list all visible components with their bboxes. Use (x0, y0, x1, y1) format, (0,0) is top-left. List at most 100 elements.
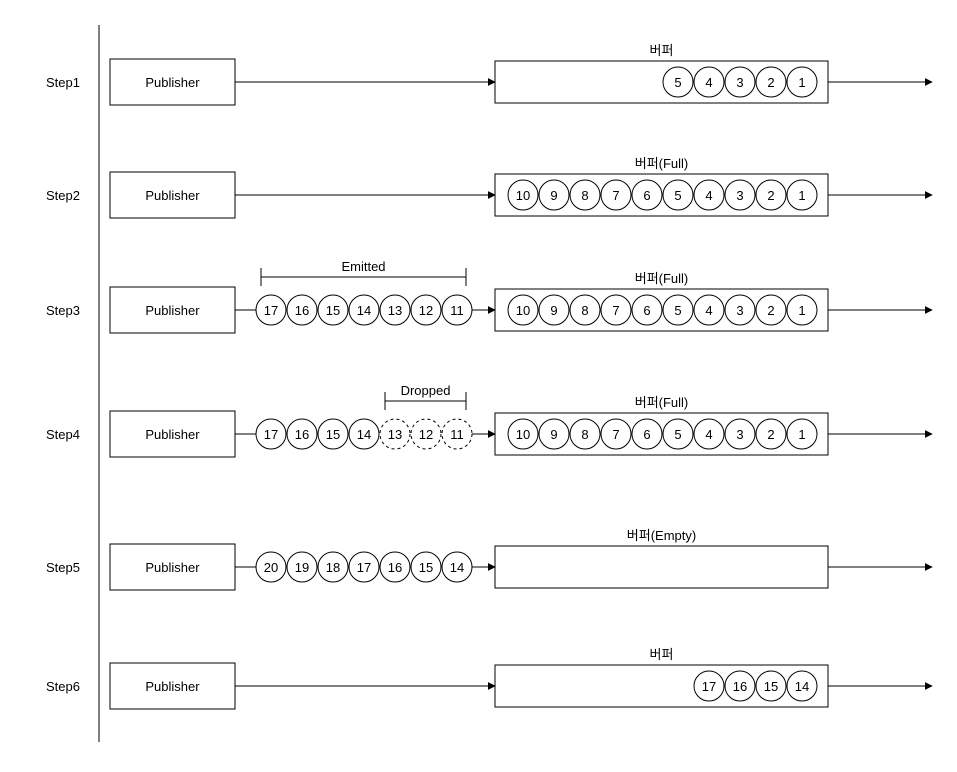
item-circle (724, 418, 756, 450)
item-value: 5 (674, 75, 681, 90)
item-circle (693, 418, 725, 450)
item-circle (286, 551, 318, 583)
item-value: 3 (736, 75, 743, 90)
publisher-label: Publisher (145, 427, 200, 442)
item-circle (600, 418, 632, 450)
incoming-item: 17 (255, 418, 287, 450)
buffer-item: 2 (755, 418, 787, 450)
publisher-box: Publisher (109, 662, 236, 710)
incoming-item: 14 (348, 294, 380, 326)
item-value: 3 (736, 188, 743, 203)
item-value: 4 (705, 75, 712, 90)
item-value: 15 (764, 679, 778, 694)
incoming-item: 16 (286, 418, 318, 450)
item-value: 2 (767, 75, 774, 90)
item-value: 16 (295, 303, 309, 318)
item-value: 14 (795, 679, 809, 694)
item-circle (255, 551, 287, 583)
item-circle (755, 179, 787, 211)
item-circle (255, 294, 287, 326)
item-circle (538, 294, 570, 326)
publisher-box: Publisher (109, 410, 236, 458)
buffer-item: 4 (693, 66, 725, 98)
buffer-item: 4 (693, 179, 725, 211)
item-circle (693, 294, 725, 326)
buffer-box: 버퍼(Empty) (494, 528, 829, 589)
item-value: 6 (643, 303, 650, 318)
item-circle (662, 294, 694, 326)
item-circle (317, 551, 349, 583)
item-circle (755, 418, 787, 450)
item-circle (662, 66, 694, 98)
item-value: 2 (767, 188, 774, 203)
buffer-title: 버퍼 (650, 647, 674, 662)
item-value: 11 (450, 427, 464, 442)
item-value: 8 (581, 303, 588, 318)
buffer-item: 7 (600, 179, 632, 211)
step-label: Step3 (46, 303, 80, 318)
incoming-item: 12 (410, 294, 442, 326)
item-value: 12 (419, 427, 433, 442)
publisher-rect (109, 286, 236, 334)
publisher-rect (109, 662, 236, 710)
item-value: 17 (702, 679, 716, 694)
item-value: 12 (419, 303, 433, 318)
item-circle (507, 418, 539, 450)
item-circle (724, 66, 756, 98)
item-value: 14 (450, 560, 464, 575)
buffer-title: 버퍼 (650, 43, 674, 58)
item-value: 10 (516, 188, 530, 203)
publisher-box: Publisher (109, 171, 236, 219)
item-circle (441, 294, 473, 326)
item-circle (600, 179, 632, 211)
item-value: 4 (705, 188, 712, 203)
item-circle (755, 294, 787, 326)
item-circle (755, 670, 787, 702)
item-circle (379, 551, 411, 583)
incoming-item: 15 (410, 551, 442, 583)
bracket-label: Dropped (401, 383, 451, 398)
item-circle (348, 418, 380, 450)
publisher-label: Publisher (145, 560, 200, 575)
item-value: 17 (264, 303, 278, 318)
item-value: 2 (767, 427, 774, 442)
buffer-item: 7 (600, 418, 632, 450)
buffer-item: 9 (538, 418, 570, 450)
incoming-item: 15 (317, 418, 349, 450)
item-value: 6 (643, 188, 650, 203)
item-circle (507, 294, 539, 326)
item-circle (379, 418, 411, 450)
item-value: 13 (388, 303, 402, 318)
item-circle (724, 294, 756, 326)
item-circle (410, 294, 442, 326)
step-row-6: Step6 Publisher 버퍼 17 16 15 14 (46, 647, 933, 710)
buffer-item: 1 (786, 179, 818, 211)
buffer-rect (494, 545, 829, 589)
buffer-title: 버퍼(Full) (635, 156, 689, 171)
item-value: 18 (326, 560, 340, 575)
item-value: 20 (264, 560, 278, 575)
bracket-label: Emitted (341, 259, 385, 274)
buffer-item: 6 (631, 294, 663, 326)
buffer-item: 6 (631, 418, 663, 450)
item-value: 16 (733, 679, 747, 694)
item-circle (538, 179, 570, 211)
buffer-item: 1 (786, 66, 818, 98)
item-value: 15 (419, 560, 433, 575)
incoming-item: 14 (348, 418, 380, 450)
buffer-item: 5 (662, 66, 694, 98)
item-value: 1 (798, 427, 805, 442)
item-circle (662, 179, 694, 211)
bracket-emitted: Emitted (260, 259, 467, 286)
item-value: 10 (516, 303, 530, 318)
incoming-item: 20 (255, 551, 287, 583)
step-label: Step5 (46, 560, 80, 575)
item-value: 5 (674, 427, 681, 442)
item-circle (693, 66, 725, 98)
step-label: Step6 (46, 679, 80, 694)
item-value: 8 (581, 427, 588, 442)
item-value: 7 (612, 427, 619, 442)
step-label: Step1 (46, 75, 80, 90)
